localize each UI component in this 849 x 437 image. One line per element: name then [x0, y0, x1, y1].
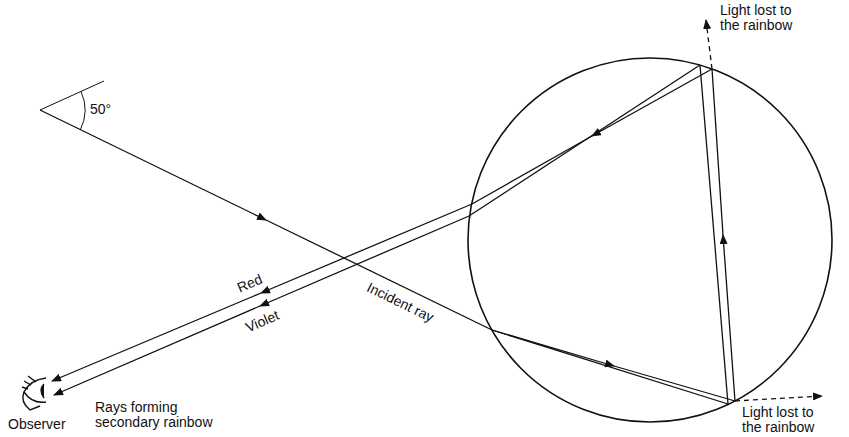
- ray-color-label: Red: [235, 271, 264, 295]
- lost-light-ray: [735, 396, 822, 401]
- observer-eye: [22, 376, 46, 410]
- incident-ray: [40, 110, 266, 220]
- reflected-ray: [723, 235, 735, 401]
- red-ray: [52, 293, 261, 381]
- refracted-ray: [492, 330, 728, 404]
- ray-label: Rays forming secondary rainbow: [95, 400, 220, 430]
- raindrop-circle: [468, 58, 832, 422]
- angle-label: 50°: [90, 102, 111, 117]
- observer-label: Observer: [8, 417, 66, 432]
- reflected-ray: [700, 65, 728, 404]
- ray-label: Incident ray: [364, 279, 436, 324]
- angle-arc: [80, 92, 85, 130]
- incident-ray: [266, 220, 492, 330]
- reflected-ray: [469, 65, 700, 216]
- reflected-ray: [712, 69, 723, 235]
- reflected-ray: [472, 136, 592, 204]
- refracted-ray: [614, 366, 735, 401]
- lost-light-ray: [706, 20, 712, 69]
- red-ray: [261, 204, 472, 293]
- lost-light-label: Light lost to the rainbow: [720, 3, 812, 33]
- reflected-ray: [592, 69, 712, 136]
- lost-light-label: Light lost to the rainbow: [742, 405, 834, 435]
- violet-ray: [54, 306, 260, 395]
